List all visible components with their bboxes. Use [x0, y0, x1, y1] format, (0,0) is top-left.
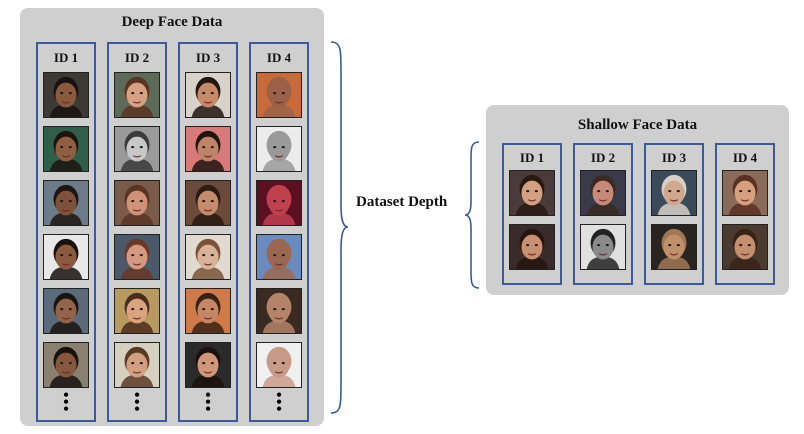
face-thumbnail	[509, 170, 555, 216]
column-deep-4: ID 4 •••	[249, 42, 309, 422]
column-label: ID 4	[732, 150, 758, 165]
face-thumbnail	[580, 170, 626, 216]
face-thumbnail	[722, 224, 768, 270]
column-label: ID 3	[661, 150, 687, 165]
face-thumbnail	[114, 234, 160, 280]
face-thumbnail	[722, 170, 768, 216]
shallow-face-panel: Shallow Face Data ID 1 ID 2 ID 3 ID 4	[486, 105, 789, 295]
face-thumbnail	[651, 170, 697, 216]
face-thumbnail	[509, 224, 555, 270]
face-thumbnail	[256, 234, 302, 280]
ellipsis-more-icon: •••	[134, 387, 140, 418]
face-thumbnail	[185, 180, 231, 226]
deep-panel-title: Deep Face Data	[121, 14, 223, 30]
column-label: ID 1	[519, 150, 545, 165]
ellipsis-more-icon: •••	[205, 387, 211, 418]
column-label: ID 1	[53, 50, 79, 65]
face-thumbnail	[114, 180, 160, 226]
face-thumbnail	[185, 288, 231, 334]
ellipsis-more-icon: •••	[63, 387, 69, 418]
face-thumbnail	[256, 72, 302, 118]
column-deep-1: ID 1 •••	[36, 42, 96, 422]
dataset-depth-brace-right	[464, 141, 480, 289]
column-shallow-4: ID 4	[715, 143, 775, 285]
face-thumbnail	[256, 342, 302, 388]
face-thumbnail	[114, 342, 160, 388]
shallow-panel-title: Shallow Face Data	[577, 117, 698, 133]
face-thumbnail	[256, 126, 302, 172]
column-deep-3: ID 3 •••	[178, 42, 238, 422]
face-thumbnail	[114, 126, 160, 172]
face-thumbnail	[43, 180, 89, 226]
face-thumbnail	[256, 180, 302, 226]
column-deep-2: ID 2 •••	[107, 42, 167, 422]
face-thumbnail	[185, 126, 231, 172]
face-thumbnail	[43, 72, 89, 118]
face-thumbnail	[43, 126, 89, 172]
face-thumbnail	[43, 288, 89, 334]
face-thumbnail	[185, 234, 231, 280]
column-label: ID 2	[590, 150, 616, 165]
face-thumbnail	[256, 288, 302, 334]
dataset-depth-brace-left	[330, 41, 349, 414]
face-thumbnail	[43, 234, 89, 280]
column-label: ID 3	[195, 50, 221, 65]
column-label: ID 4	[266, 50, 292, 65]
face-thumbnail	[580, 224, 626, 270]
face-thumbnail	[114, 288, 160, 334]
column-label: ID 2	[124, 50, 150, 65]
face-thumbnail	[114, 72, 160, 118]
face-thumbnail	[185, 342, 231, 388]
dataset-depth-label: Dataset Depth	[356, 194, 448, 210]
face-thumbnail	[185, 72, 231, 118]
column-shallow-1: ID 1	[502, 143, 562, 285]
column-shallow-3: ID 3	[644, 143, 704, 285]
column-shallow-2: ID 2	[573, 143, 633, 285]
deep-face-panel: Deep Face Data ID 1•••ID 2•••ID 3•••ID 4…	[20, 8, 324, 426]
face-thumbnail	[43, 342, 89, 388]
face-thumbnail	[651, 224, 697, 270]
ellipsis-more-icon: •••	[276, 387, 282, 418]
